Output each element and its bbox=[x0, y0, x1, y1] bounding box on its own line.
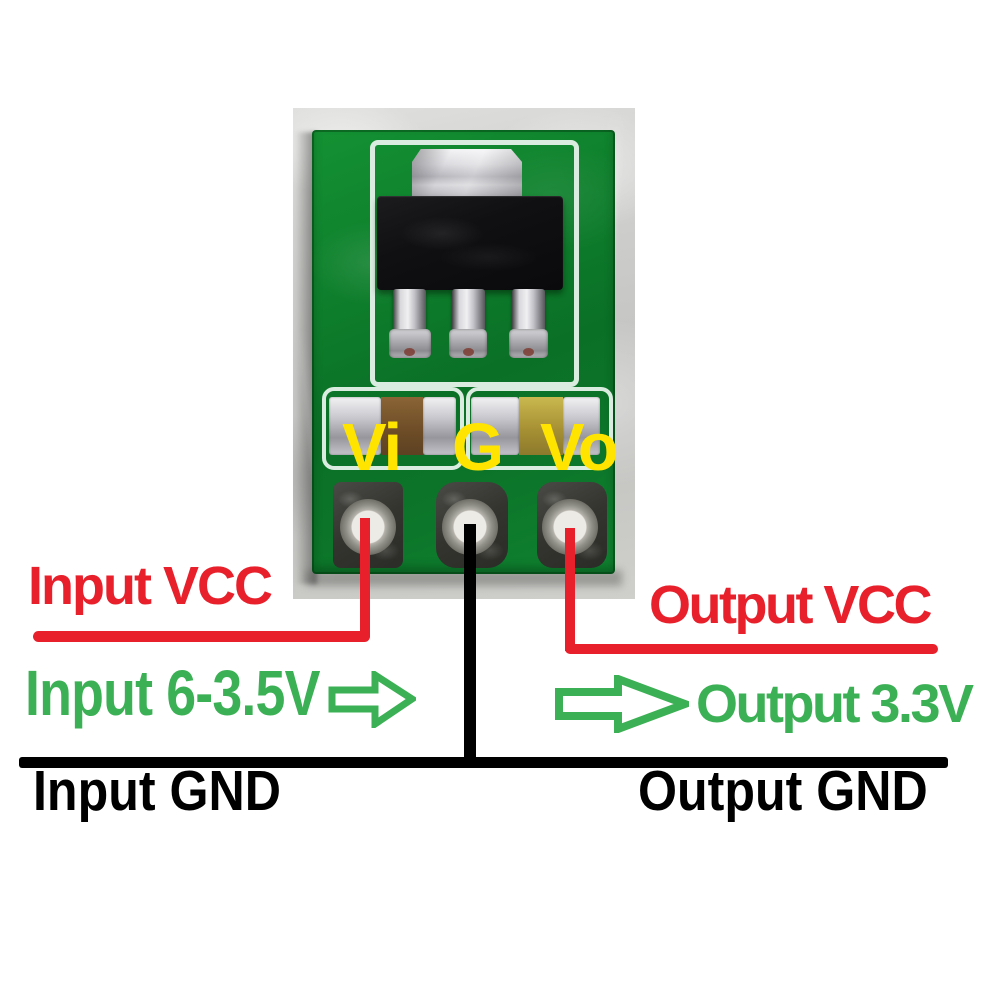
regulator-leg bbox=[393, 289, 426, 331]
input-vcc-wire-vertical bbox=[360, 518, 370, 637]
pin-label-vi: Vi bbox=[342, 410, 402, 485]
regulator-metal-tab bbox=[412, 149, 522, 199]
output-vcc-wire-horizontal bbox=[565, 644, 938, 654]
board-shadow bbox=[295, 132, 317, 584]
flux-residue bbox=[463, 348, 474, 356]
label-output-voltage: Output 3.3V bbox=[696, 674, 974, 734]
silkscreen-capacitor-outline-right bbox=[466, 387, 613, 470]
output-right-arrow-icon bbox=[555, 675, 689, 733]
label-input-voltage-range: Input 6-3.5V bbox=[25, 657, 320, 729]
capacitor-terminal bbox=[423, 397, 456, 455]
input-vcc-wire-horizontal bbox=[33, 631, 370, 642]
capacitor-body-input bbox=[381, 397, 423, 455]
capacitor-terminal bbox=[471, 397, 519, 455]
capacitor-terminal bbox=[563, 397, 600, 455]
input-right-arrow-icon bbox=[328, 671, 416, 728]
silkscreen-capacitor-outline-left bbox=[322, 387, 464, 470]
regulator-leg bbox=[512, 289, 545, 331]
label-input-vcc: Input VCC bbox=[28, 556, 273, 616]
output-vcc-wire-vertical bbox=[565, 528, 575, 651]
gnd-wire-horizontal bbox=[19, 757, 948, 768]
gnd-wire-vertical bbox=[464, 524, 476, 764]
regulator-chip-body bbox=[377, 196, 563, 290]
flux-residue bbox=[523, 348, 534, 356]
regulator-leg bbox=[452, 289, 485, 331]
silkscreen-regulator-outline bbox=[370, 140, 579, 387]
capacitor-body-output bbox=[519, 397, 563, 455]
label-input-gnd: Input GND bbox=[33, 759, 281, 823]
capacitor-terminal bbox=[329, 397, 381, 455]
regulator-metal-tab-shading bbox=[412, 149, 522, 199]
flux-residue bbox=[404, 348, 415, 356]
pin-label-g: G bbox=[452, 410, 504, 485]
label-output-vcc: Output VCC bbox=[649, 575, 932, 635]
label-output-gnd: Output GND bbox=[638, 759, 928, 823]
pin-label-vo: Vo bbox=[540, 410, 619, 485]
